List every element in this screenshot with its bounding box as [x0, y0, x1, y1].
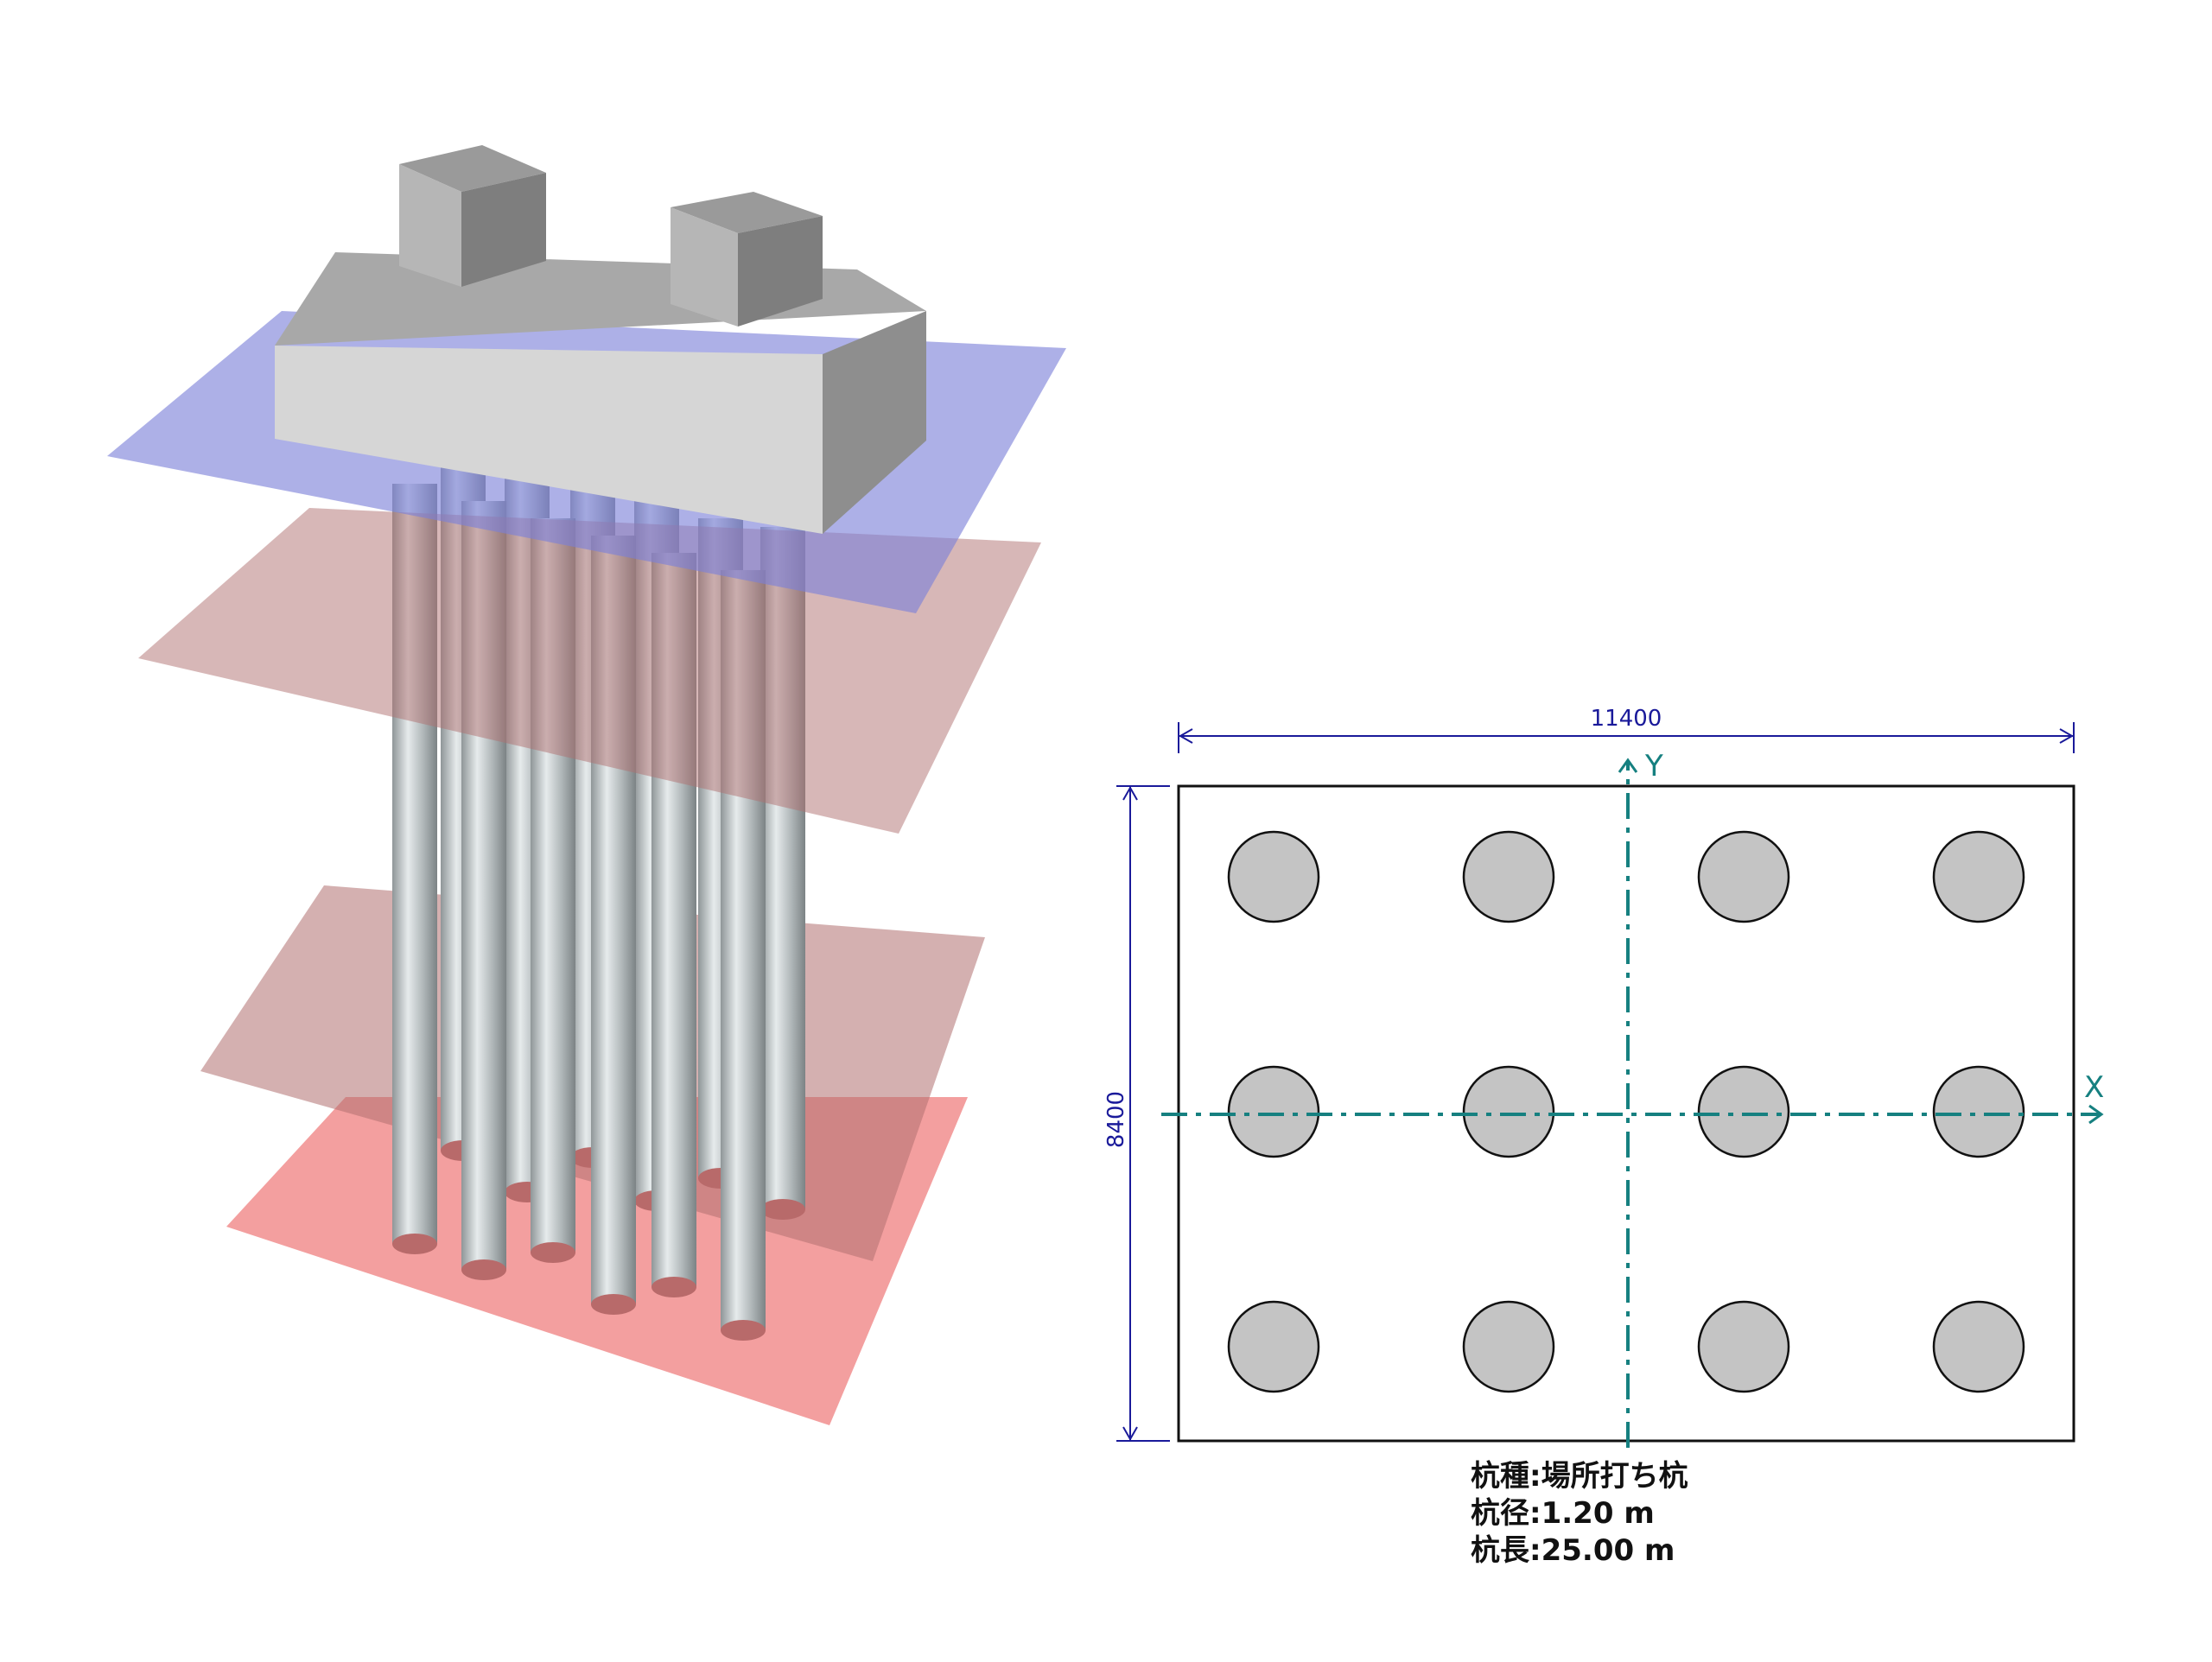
pile-circle — [1697, 830, 1790, 923]
column-right — [671, 192, 823, 327]
pile-circle — [1697, 1300, 1790, 1393]
pile-tip — [531, 1242, 575, 1263]
pile-circle — [1932, 1065, 2025, 1158]
pile-tip — [591, 1294, 636, 1315]
3d-pile-foundation-view — [107, 145, 1066, 1425]
pile-circle — [1697, 1065, 1790, 1158]
width-dimension: 11400 — [1178, 706, 2075, 753]
spec-pile-length: 杭長:25.00 m — [1471, 1533, 1675, 1568]
pile-tip — [652, 1277, 696, 1297]
footing-front-face — [275, 346, 823, 534]
height-dimension: 8400 — [1103, 785, 1170, 1442]
plan-piles — [1227, 830, 2025, 1393]
pile-circle — [1227, 1065, 1320, 1158]
y-axis: Y — [1618, 749, 1663, 1448]
x-axis-label: X — [2084, 1070, 2104, 1105]
pile-circle — [1462, 830, 1555, 923]
pile-circle — [1932, 830, 2025, 923]
pile-circle — [1462, 1300, 1555, 1393]
pile-tip — [392, 1234, 437, 1254]
pile-circle — [1227, 1300, 1320, 1393]
y-axis-label: Y — [1644, 749, 1663, 783]
x-axis: X — [1161, 1070, 2104, 1125]
width-dimension-label: 11400 — [1591, 706, 1662, 732]
spec-pile-diameter: 杭径:1.20 m — [1471, 1496, 1655, 1531]
pile-layout-plan: 11400 8400 Y X 杭種:場所打ち杭 — [1103, 706, 2104, 1568]
footing-right-face — [823, 311, 926, 534]
pile-tip — [461, 1259, 506, 1280]
pile-circle — [1462, 1065, 1555, 1158]
pile-tip — [760, 1199, 805, 1220]
pile-circle — [1227, 830, 1320, 923]
pile-circle — [1932, 1300, 2025, 1393]
spec-pile-type: 杭種:場所打ち杭 — [1471, 1459, 1688, 1494]
height-dimension-label: 8400 — [1103, 1091, 1129, 1148]
pile-specs: 杭種:場所打ち杭 杭径:1.20 m 杭長:25.00 m — [1471, 1459, 1688, 1568]
column-left — [399, 145, 546, 287]
pile-tip — [721, 1320, 766, 1341]
